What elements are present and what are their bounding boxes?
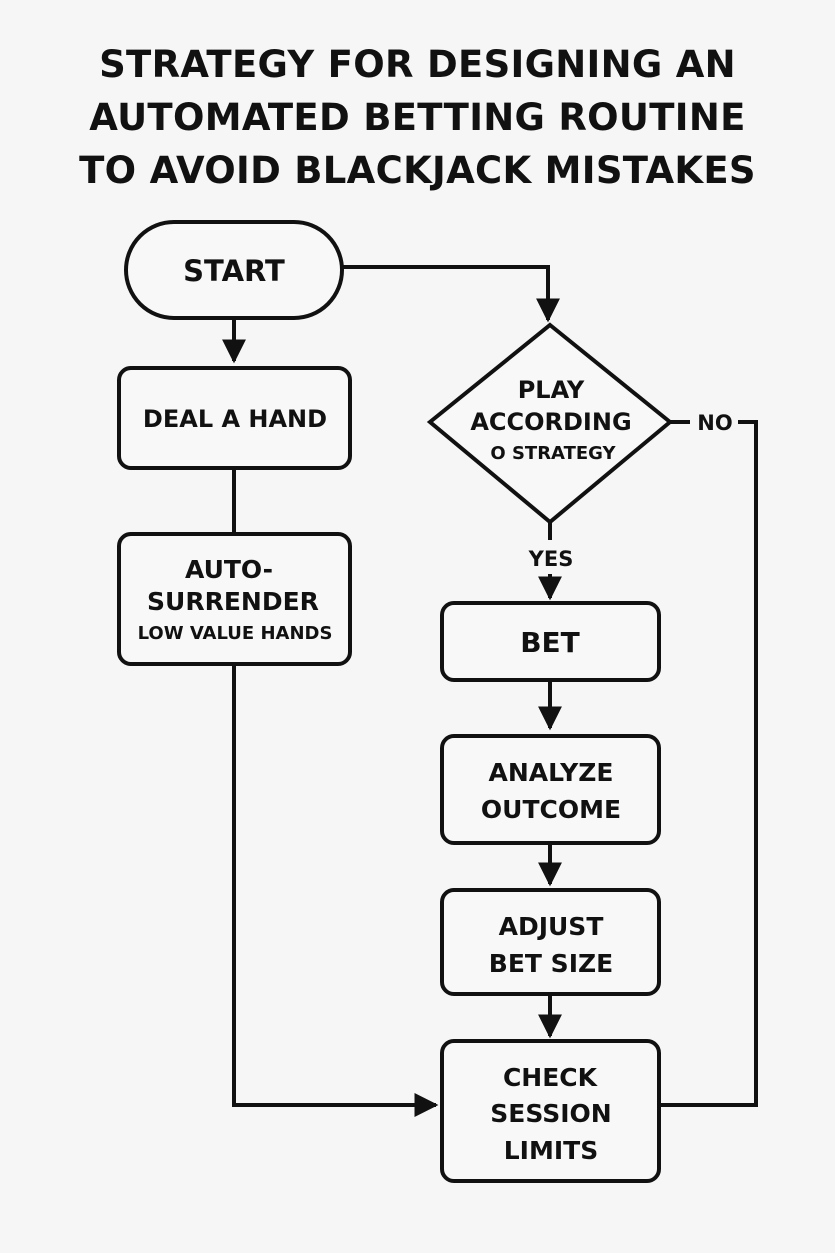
yes-edge-label: YES [528,547,574,571]
title-line-1: STRATEGY FOR DESIGNING AN [99,43,736,86]
decision-label-3: O STRATEGY [490,443,616,464]
play-strategy-decision [426,322,674,525]
title-line-3: TO AVOID BLACKJACK MISTAKES [79,149,756,192]
decision-label-2: ACCORDING [470,408,631,436]
auto-surrender-label-1: AUTO- [185,555,273,584]
check-label-2: SESSION [490,1099,611,1128]
title-line-2: AUTOMATED BETTING ROUTINE [89,96,746,139]
analyze-label-2: OUTCOME [481,795,621,824]
check-label-1: CHECK [503,1063,599,1092]
start-node [124,220,344,320]
deal-hand-box [117,366,352,470]
bet-box [440,601,661,682]
deal-hand-label: DEAL A HAND [143,405,327,433]
edge-no-loop [660,420,758,1107]
analyze-outcome-box [440,734,661,845]
edge-surrender-to-check [232,664,439,1117]
auto-surrender-label-3: LOW VALUE HANDS [138,623,333,644]
check-session-limits-box [440,1039,661,1183]
adjust-label-1: ADJUST [499,912,604,941]
start-label: START [183,254,285,288]
auto-surrender-box [117,532,352,666]
diagram-title: STRATEGY FOR DESIGNING AN AUTOMATED BETT… [40,38,795,197]
no-edge-label: NO [697,411,732,435]
decision-label-1: PLAY [518,376,585,404]
auto-surrender-label-2: SURRENDER [147,587,319,616]
check-label-3: LIMITS [504,1136,598,1165]
adjust-label-2: BET SIZE [489,949,613,978]
analyze-label-1: ANALYZE [489,758,614,787]
edge-start-to-decision [342,265,560,323]
adjust-bet-size-box [440,888,661,996]
bet-label: BET [520,626,580,659]
